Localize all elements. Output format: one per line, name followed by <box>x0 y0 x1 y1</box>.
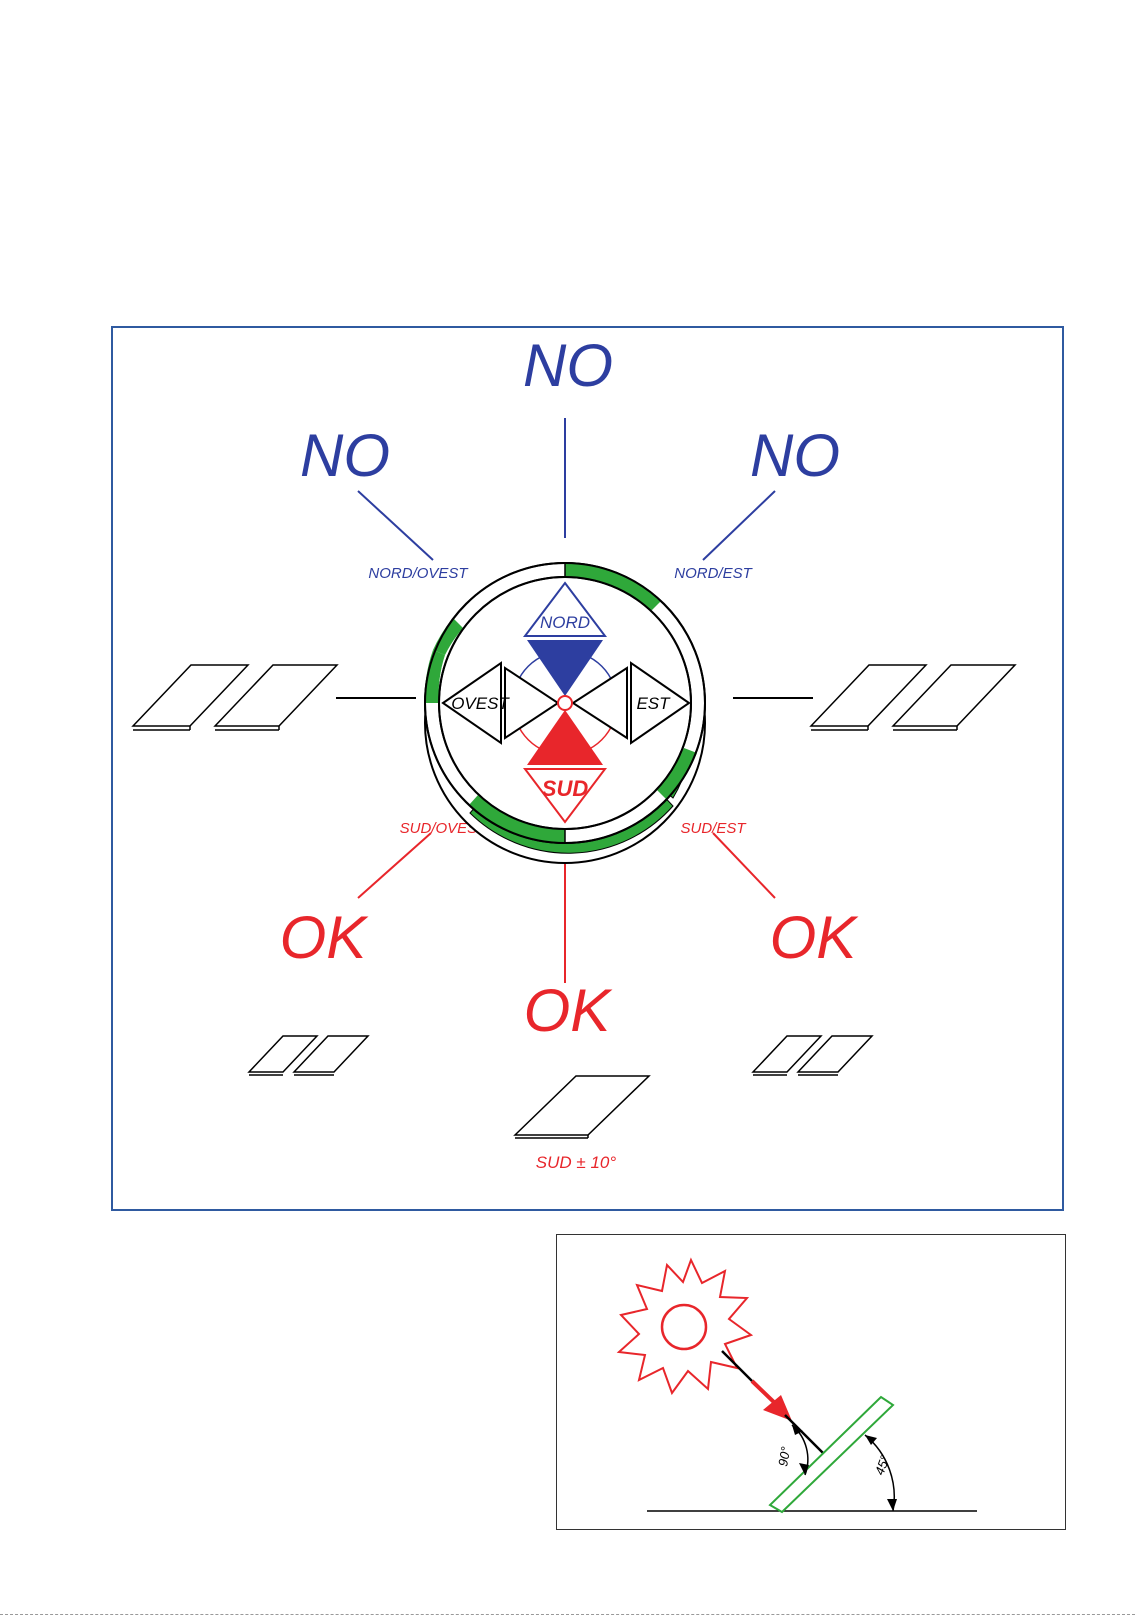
south-tolerance-label: SUD ± 10° <box>536 1153 617 1172</box>
label-sud-est: SUD/EST <box>680 820 747 837</box>
label-nord: NORD <box>540 613 590 632</box>
tilt-diagram-frame: 90° 45° <box>556 1234 1066 1530</box>
line-south-west <box>358 833 431 898</box>
compass-diagram-frame: NO NO NO OK OK OK NORD/OVEST NORD/EST SU… <box>111 326 1064 1211</box>
verdict-south-east: OK <box>770 904 860 971</box>
compass-diagram: NO NO NO OK OK OK NORD/OVEST NORD/EST SU… <box>113 328 1066 1213</box>
angle-45-label: 45° <box>872 1453 893 1477</box>
verdict-south-west: OK <box>280 904 370 971</box>
solar-panel-icon <box>753 1036 872 1075</box>
label-sud: SUD <box>542 776 589 801</box>
solar-panel-icon <box>811 665 1015 730</box>
label-ovest: OVEST <box>451 694 510 713</box>
solar-panel-icon <box>133 665 337 730</box>
label-nord-ovest: NORD/OVEST <box>368 565 469 582</box>
verdict-north-east: NO <box>750 422 840 489</box>
sun-ray-arrow-icon <box>722 1351 825 1455</box>
label-est: EST <box>636 694 671 713</box>
solar-panel-icon <box>249 1036 368 1075</box>
line-south-east <box>713 833 775 898</box>
verdict-north: NO <box>523 332 613 399</box>
solar-panel-icon <box>515 1076 649 1138</box>
angle-90-label: 90° <box>775 1446 793 1468</box>
line-north-west <box>358 491 433 560</box>
verdict-north-west: NO <box>300 422 390 489</box>
verdict-south: OK <box>524 977 614 1044</box>
sun-icon <box>619 1260 751 1393</box>
tilt-diagram: 90° 45° <box>557 1235 1067 1531</box>
page-bottom-rule <box>0 1614 1135 1615</box>
line-north-east <box>703 491 775 560</box>
compass-rose-icon <box>425 563 705 863</box>
label-nord-est: NORD/EST <box>674 565 753 582</box>
